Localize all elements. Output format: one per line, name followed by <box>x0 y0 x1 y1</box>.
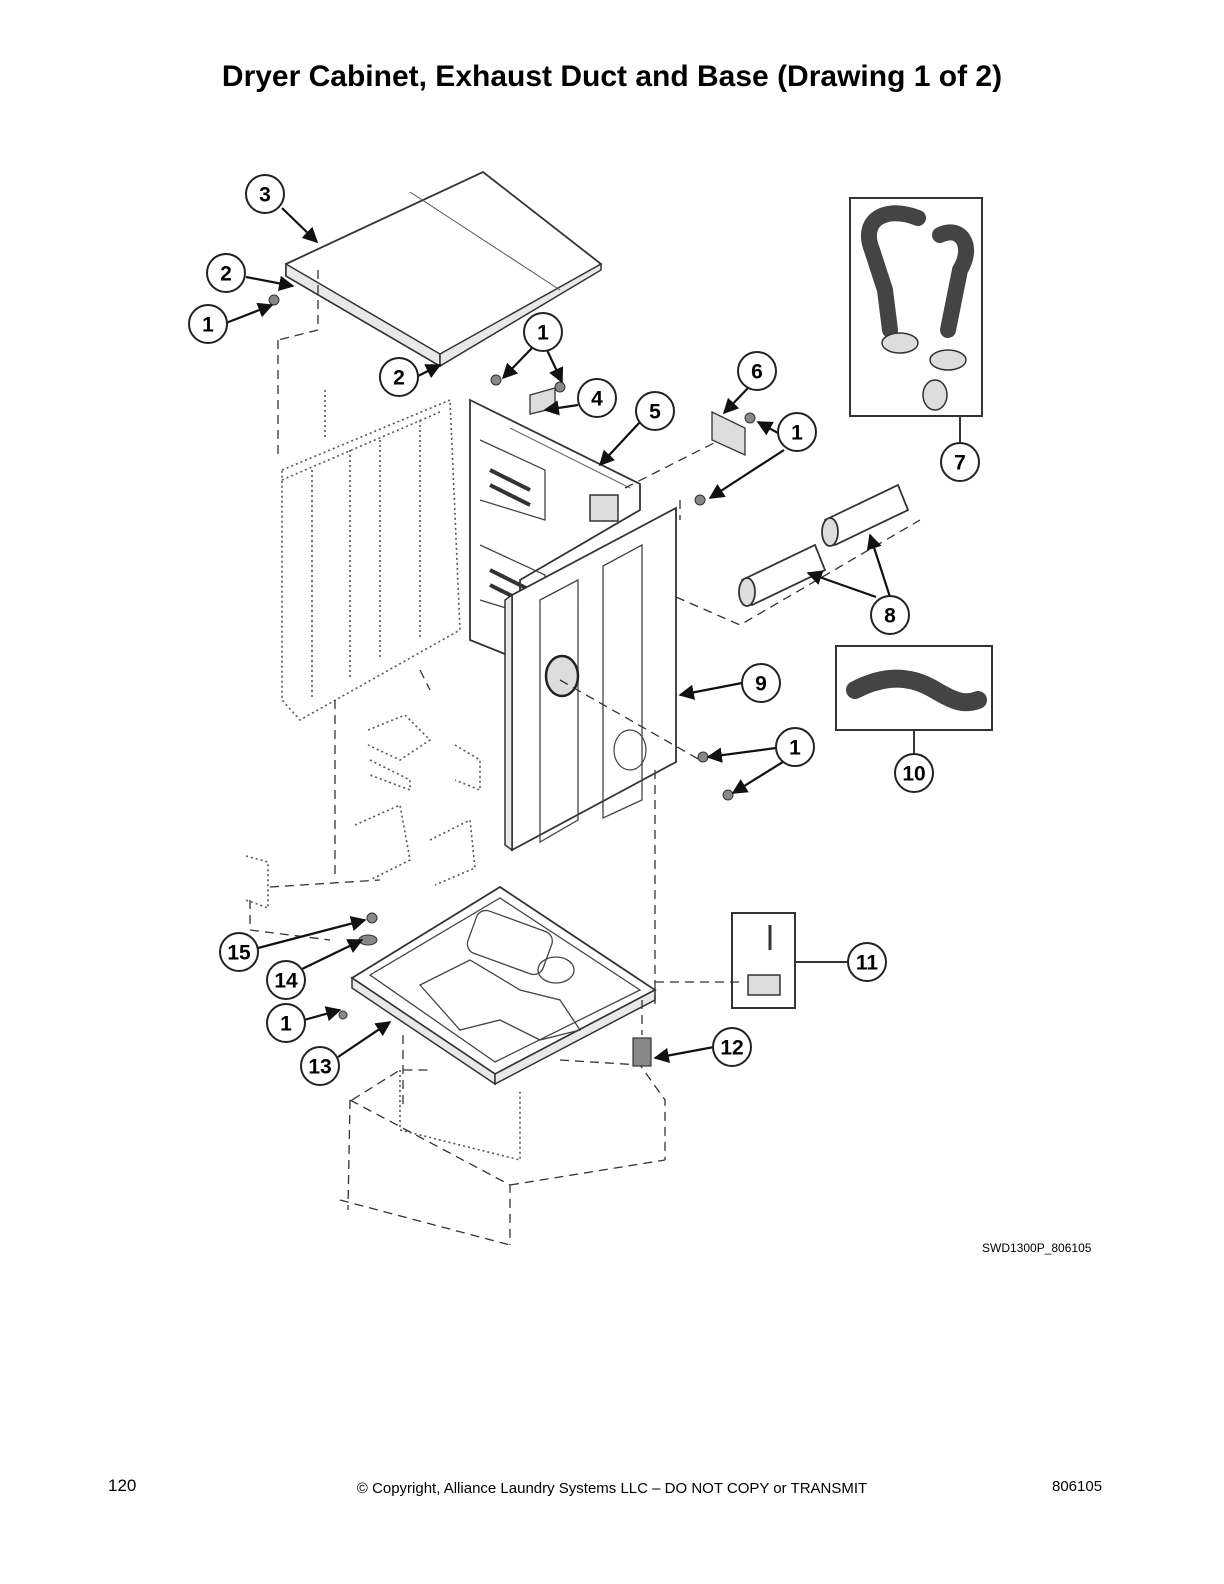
leveling-leg <box>632 1000 652 1067</box>
callout-3-label: 3 <box>259 184 271 207</box>
callout-15: 15 <box>219 932 259 972</box>
callout-13-label: 13 <box>308 1056 331 1079</box>
inset-bracket <box>655 912 848 1009</box>
callout-6-label: 6 <box>751 361 763 384</box>
callout-2b: 2 <box>379 357 419 397</box>
callout-8-label: 8 <box>884 605 896 628</box>
callout-1d: 1 <box>775 727 815 767</box>
callout-9-label: 9 <box>755 673 767 696</box>
callout-14-label: 14 <box>274 970 298 993</box>
callout-12-label: 12 <box>720 1037 743 1060</box>
callout-11-label: 11 <box>856 952 879 975</box>
leader-lines <box>225 207 892 1064</box>
callout-1e-label: 1 <box>280 1013 292 1036</box>
exhaust-duct-pipes <box>675 483 921 626</box>
callout-4: 4 <box>577 378 617 418</box>
callout-13: 13 <box>300 1046 340 1086</box>
callout-5-label: 5 <box>649 401 661 424</box>
document-number: 806105 <box>1052 1478 1103 1495</box>
callout-12: 12 <box>712 1027 752 1067</box>
callout-3: 3 <box>245 174 285 214</box>
callout-1c-label: 1 <box>791 422 803 445</box>
pedestal-ghost <box>339 1035 666 1246</box>
callout-10: 10 <box>894 753 934 793</box>
callout-1c: 1 <box>777 412 817 452</box>
callout-4-label: 4 <box>591 388 603 411</box>
callout-5: 5 <box>635 391 675 431</box>
copyright-notice: © Copyright, Alliance Laundry Systems LL… <box>356 1480 868 1497</box>
callout-10-label: 10 <box>902 763 925 786</box>
callout-2b-label: 2 <box>393 367 405 390</box>
page-number: 120 <box>108 1476 137 1495</box>
left-side-panel-ghost <box>277 270 461 722</box>
callout-1a-label: 1 <box>202 314 214 337</box>
callout-2a: 2 <box>206 253 246 293</box>
callout-8: 8 <box>870 595 910 635</box>
front-panel <box>504 506 677 852</box>
drawing-id: SWD1300P_806105 <box>982 1241 1092 1255</box>
base-assembly <box>350 885 657 1086</box>
top-panel <box>285 170 603 368</box>
callout-14: 14 <box>266 960 306 1000</box>
page-title: Dryer Cabinet, Exhaust Duct and Base (Dr… <box>221 60 1003 93</box>
callout-6: 6 <box>737 351 777 391</box>
control-components <box>245 700 481 941</box>
callout-1d-label: 1 <box>789 737 801 760</box>
callout-9: 9 <box>741 663 781 703</box>
callout-15-label: 15 <box>227 942 251 965</box>
callout-7: 7 <box>940 442 980 482</box>
inset-flex-duct <box>835 645 993 756</box>
inset-exhaust-elbows <box>849 197 983 445</box>
callout-2a-label: 2 <box>220 263 232 286</box>
screws <box>268 294 756 1020</box>
callout-11: 11 <box>847 942 887 982</box>
callout-1b-label: 1 <box>537 322 549 345</box>
callout-1b: 1 <box>523 312 563 352</box>
callout-1e: 1 <box>266 1003 306 1043</box>
callout-1a: 1 <box>188 304 228 344</box>
callout-7-label: 7 <box>954 452 966 475</box>
